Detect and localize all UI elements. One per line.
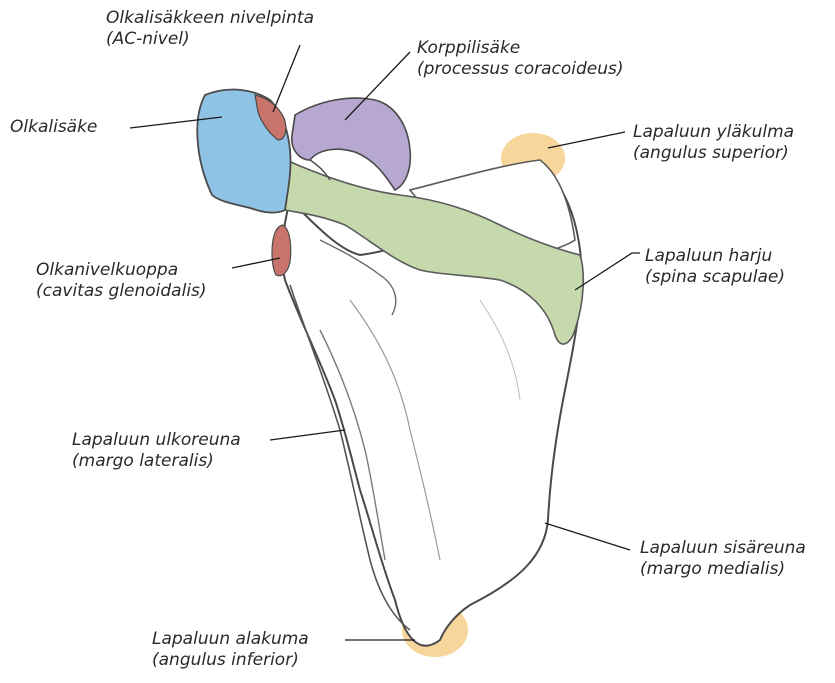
label-spine-line1: Lapaluun harju — [645, 246, 785, 267]
label-superior-angle: Lapaluun yläkulma (angulus superior) — [633, 122, 794, 164]
label-medial-border: Lapaluun sisäreuna (margo medialis) — [640, 538, 806, 580]
label-ac-joint-surface-line2: (AC-nivel) — [106, 29, 314, 50]
label-ac-joint-surface: Olkalisäkkeen nivelpinta (AC-nivel) — [106, 8, 314, 50]
label-spine: Lapaluun harju (spina scapulae) — [645, 246, 785, 288]
label-acromion-line1: Olkalisäke — [10, 117, 97, 138]
label-lateral-border: Lapaluun ulkoreuna (margo lateralis) — [72, 430, 241, 472]
label-inferior-angle-line1: Lapaluun alakuma — [152, 629, 309, 650]
leader-medial-border — [545, 523, 630, 550]
leader-lateral-border — [270, 430, 345, 440]
label-medial-border-line1: Lapaluun sisäreuna — [640, 538, 806, 559]
label-ac-joint-surface-line1: Olkalisäkkeen nivelpinta — [106, 8, 314, 29]
label-coracoid-line1: Korppilisäke — [417, 38, 624, 59]
label-lateral-border-line2: (margo lateralis) — [72, 451, 241, 472]
glenoid-cavity — [272, 225, 291, 276]
label-glenoid-cavity-line2: (cavitas glenoidalis) — [36, 281, 207, 302]
label-coracoid: Korppilisäke (processus coracoideus) — [417, 38, 624, 80]
label-glenoid-cavity-line1: Olkanivelkuoppa — [36, 260, 207, 281]
leader-ac-joint — [273, 45, 300, 112]
label-spine-line2: (spina scapulae) — [645, 267, 785, 288]
label-coracoid-line2: (processus coracoideus) — [417, 59, 624, 80]
label-medial-border-line2: (margo medialis) — [640, 559, 806, 580]
label-superior-angle-line1: Lapaluun yläkulma — [633, 122, 794, 143]
label-lateral-border-line1: Lapaluun ulkoreuna — [72, 430, 241, 451]
label-inferior-angle: Lapaluun alakuma (angulus inferior) — [152, 629, 309, 671]
leader-superior-angle — [548, 132, 625, 148]
label-glenoid-cavity: Olkanivelkuoppa (cavitas glenoidalis) — [36, 260, 207, 302]
label-acromion: Olkalisäke — [10, 117, 97, 138]
label-inferior-angle-line2: (angulus inferior) — [152, 650, 309, 671]
leader-spine — [575, 253, 640, 290]
label-superior-angle-line2: (angulus superior) — [633, 143, 794, 164]
